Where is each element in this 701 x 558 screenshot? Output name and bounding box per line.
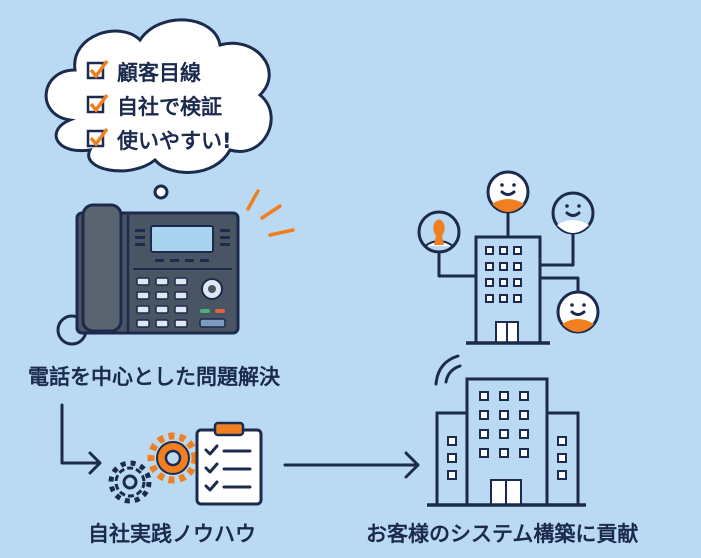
check-item-text: 使いやすい! (116, 129, 232, 153)
clipboard-checklist-icon (195, 421, 263, 506)
contribution-caption: お客様のシステム構築に貢献 (366, 522, 638, 546)
smiley-face-icon (551, 191, 595, 235)
knowhow-caption: 自社実践ノウハウ (88, 522, 256, 546)
phone-caption: 電話を中心とした問題解決 (28, 365, 281, 389)
desk-phone-icon (56, 203, 240, 346)
arrow-icon (283, 451, 420, 479)
customer-network-icon (417, 170, 600, 345)
gears-icon (108, 432, 199, 504)
checklist-item: 使いやすい! (86, 127, 232, 153)
smiley-face-icon (556, 290, 600, 334)
checklist-item: 自社で検証 (86, 93, 222, 119)
check-item-text: 顧客目線 (117, 61, 201, 85)
checkmark-icon (89, 93, 109, 113)
smiley-face-icon (486, 170, 530, 214)
office-building-icon (427, 354, 586, 507)
customer-avatar-icon (417, 210, 461, 254)
checkmark-icon (89, 59, 109, 79)
checkmark-icon (89, 127, 109, 147)
ringing-lines-icon (246, 189, 295, 237)
checklist-item: 顧客目線 (86, 59, 201, 85)
arrow-icon (60, 403, 102, 475)
thought-bubble: 顧客目線 自社で検証 使いやすい! (44, 18, 273, 200)
check-item-text: 自社で検証 (117, 95, 222, 119)
